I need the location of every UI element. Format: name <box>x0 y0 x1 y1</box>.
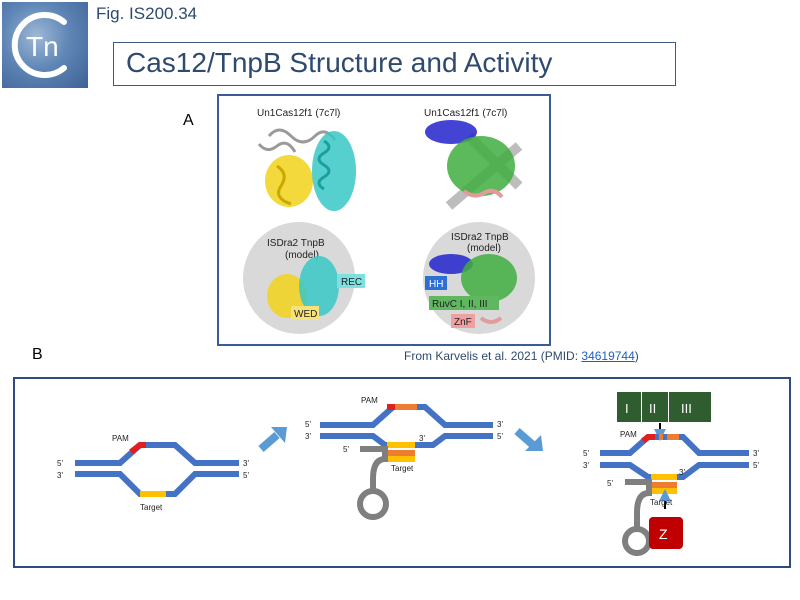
label-ruvc: RuvC I, II, III <box>432 299 488 310</box>
znf-box-label: Z <box>659 526 668 542</box>
protein-structure-tnpb-colored <box>429 254 517 324</box>
figure-label: Fig. IS200.34 <box>96 4 198 23</box>
ruvc-label-1: I <box>625 401 629 416</box>
structure-caption-3a: ISDra2 TnpB <box>267 238 325 249</box>
panel-a-letter: A <box>183 112 194 129</box>
step1-dna-duplex <box>75 442 239 497</box>
step2-pam-label: PAM <box>361 396 378 405</box>
step3-left-top-end: 5' <box>583 449 589 458</box>
step2-right-top-end: 3' <box>497 420 503 429</box>
label-wed-bg <box>291 306 319 320</box>
ruvc-label-2: II <box>649 401 656 416</box>
panel-b-letter: B <box>32 346 43 363</box>
step3-left-bottom-end: 3' <box>583 461 589 470</box>
pmid-link[interactable]: 34619744 <box>581 349 635 363</box>
step2-right-bottom-end: 5' <box>497 432 503 441</box>
step1-right-top-end: 3' <box>243 459 249 468</box>
label-wed: WED <box>294 309 317 320</box>
step1-left-bottom-end: 3' <box>57 471 63 480</box>
step3-pam-label: PAM <box>620 430 637 439</box>
label-rec-bg <box>337 274 365 288</box>
panel-b-mechanism: PAM Target 5' 3' 3' 5' PAM Target 5' 3' … <box>13 377 791 568</box>
step2-dna-rna-complex <box>320 404 493 520</box>
logo-text: Tn <box>26 31 59 62</box>
step1-left-top-end: 5' <box>57 459 63 468</box>
label-znf-bg <box>451 314 475 328</box>
structure-caption-2: Un1Cas12f1 (7c7l) <box>424 108 507 119</box>
protein-structure-cas12f1-colored <box>425 120 523 210</box>
step3-rna-5-end: 5' <box>607 479 613 488</box>
citation-prefix: From Karvelis et al. 2021 (PMID: <box>404 349 582 363</box>
step2-rna-3-end: 3' <box>419 434 425 443</box>
structure-caption-3b: (model) <box>285 250 319 261</box>
step2-rna-5-end: 5' <box>343 445 349 454</box>
process-arrow-2 <box>514 427 543 451</box>
label-rec: REC <box>341 277 362 288</box>
tn-logo: Tn <box>2 2 88 88</box>
step3-rna-3-end: 3' <box>679 468 685 477</box>
step3-right-top-end: 3' <box>753 449 759 458</box>
label-hh-bg <box>425 276 447 290</box>
title-box <box>113 42 676 86</box>
ruvc-label-3: III <box>681 401 692 416</box>
label-hh: HH <box>429 279 443 290</box>
structure-caption-4a: ISDra2 TnpB <box>451 232 509 243</box>
structure-caption-4b: (model) <box>467 243 501 254</box>
step1-target-label: Target <box>140 503 163 512</box>
step2-left-bottom-end: 3' <box>305 432 311 441</box>
step3-right-bottom-end: 5' <box>753 461 759 470</box>
structure-caption-1: Un1Cas12f1 (7c7l) <box>257 108 340 119</box>
step3-target-label: Target <box>650 498 673 507</box>
label-ruvc-bg <box>429 296 499 310</box>
citation: From Karvelis et al. 2021 (PMID: 3461974… <box>404 349 639 363</box>
protein-structure-cas12f1-domains <box>257 128 356 211</box>
step3-ruvc-boxes <box>617 392 711 422</box>
citation-suffix: ) <box>634 349 639 363</box>
panel-a-structures: Un1Cas12f1 (7c7l) Un1Cas12f1 (7c7l) ISDr… <box>217 94 551 346</box>
step1-pam-label: PAM <box>112 434 129 443</box>
znf-box <box>649 517 683 549</box>
label-znf: ZnF <box>454 317 472 328</box>
step2-target-label: Target <box>391 464 414 473</box>
step2-left-top-end: 5' <box>305 420 311 429</box>
process-arrow-1 <box>258 427 287 453</box>
step1-right-bottom-end: 5' <box>243 471 249 480</box>
figure-title: Cas12/TnpB Structure and Activity <box>126 47 553 78</box>
